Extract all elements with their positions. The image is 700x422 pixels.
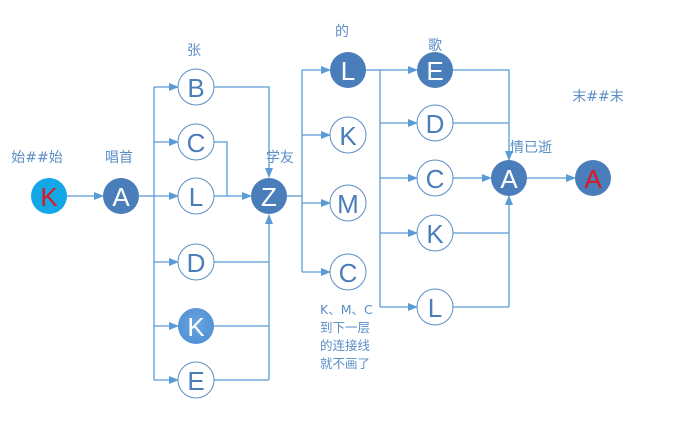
node-circle [177,361,215,399]
node-l4-M: M [329,184,367,222]
node-letter: C [426,164,445,194]
node-letter: A [584,164,602,194]
node-circle [177,123,215,161]
node-l2-B: B [177,68,215,106]
node-circle [329,116,367,154]
node-circle [575,160,611,196]
labels: 始##始 唱首 张 学友 的 歌 情已逝 末##末 [11,24,623,166]
label-start: 始##始 [11,150,62,166]
note: K、M、C 到下一层 的连接线 就不画了 [320,302,373,371]
node-l1-A: A [103,178,139,214]
node-letter: K [187,312,205,342]
edges [67,66,576,384]
node-l2-C: C [177,123,215,161]
node-start: K [31,178,67,214]
label-layer2: 张 [187,43,201,59]
node-letter: A [500,164,518,194]
node-end: A [575,160,611,196]
node-letter: L [428,293,442,323]
node-circle [416,214,454,252]
node-l2-K: K [178,308,214,344]
edge-C-to-Z [214,141,228,196]
node-letter: K [339,121,357,151]
node-letter: K [40,182,58,212]
node-circle [416,288,454,326]
label-layer3: 学友 [266,150,294,166]
note-line-1: K、M、C [320,302,373,317]
label-layer1: 唱首 [105,150,133,166]
node-letter: Z [261,182,277,212]
node-letter: C [339,258,358,288]
edge-E-to-A [453,69,513,161]
label-layer5: 歌 [428,38,442,54]
node-letter: L [341,56,355,86]
note-line-2: 到下一层 [320,320,370,335]
node-letter: A [112,182,130,212]
node-circle [177,243,215,281]
node-letter: E [426,56,443,86]
node-letter: C [187,128,206,158]
node-circle [177,177,215,215]
node-circle [416,104,454,142]
node-l5-C: C [416,159,454,197]
node-circle [417,52,453,88]
node-l4-C: C [329,253,367,291]
node-letter: K [426,219,444,249]
node-circle [178,308,214,344]
node-letter: E [187,366,204,396]
edge-B-to-Z [214,86,273,178]
node-circle [103,178,139,214]
node-circle [329,253,367,291]
node-circle [330,52,366,88]
label-layer6: 情已逝 [510,140,552,156]
node-l5-K: K [416,214,454,252]
label-layer4: 的 [335,24,349,40]
node-l2-E: E [177,361,215,399]
node-letter: D [426,109,445,139]
node-circle [416,159,454,197]
note-line-3: 的连接线 [320,338,371,353]
node-l5-E: E [417,52,453,88]
node-l5-L: L [416,288,454,326]
node-l4-K: K [329,116,367,154]
label-end: 末##末 [572,89,623,105]
note-line-4: 就不画了 [320,356,370,371]
node-letter: M [337,189,359,219]
node-letter: B [187,73,204,103]
node-letter: D [187,248,206,278]
node-l2-D: D [177,243,215,281]
node-l2-L: L [177,177,215,215]
node-l6-A: A [491,160,527,196]
node-l3-Z: Z [251,178,287,214]
node-circle [251,178,287,214]
node-circle [31,178,67,214]
node-l4-L: L [330,52,366,88]
node-circle [491,160,527,196]
node-letter: L [189,182,203,212]
node-circle [329,184,367,222]
node-circle [177,68,215,106]
node-l5-D: D [416,104,454,142]
